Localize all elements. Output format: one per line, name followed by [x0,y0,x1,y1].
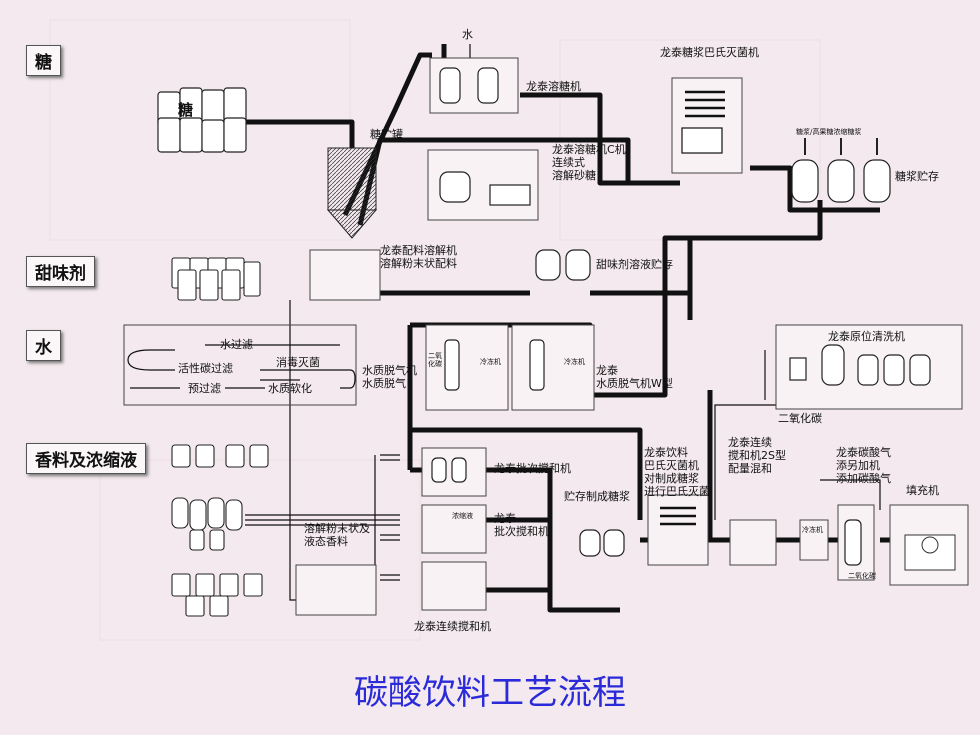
label-co2: 二氧化碳 [778,412,822,425]
syrup-tanks-icon [791,138,891,203]
label-water-top: 水 [462,28,473,41]
beverage-pasteurizer-icon [660,506,696,526]
pasteurizer-coil-icon [681,90,725,154]
label-powder-flavor: 溶解粉末状及 液态香料 [304,522,370,548]
filler-machine-icon [904,534,956,571]
label-deaerator-tag: 二氧 化碳 [428,352,442,368]
label-syrup-storage: 糖浆贮存 [895,170,939,183]
label-carbon-filter: 活性碳过滤 [178,362,233,375]
label-tiny-co2: 二氧化碳 [848,572,876,580]
sugar-bags-icon [157,87,247,153]
label-ingredient-dissolver: 龙泰配料溶解机 溶解粉末状配料 [380,244,457,270]
section-flavor: 香料及浓缩液 [26,443,146,474]
label-syrup-note: 糖浆/高果糖浓缩糖浆 [796,128,862,136]
dissolver-tanks-icon [439,67,531,206]
label-pasteurizer: 龙泰糖浆巴氏灭菌机 [660,46,759,59]
label-syrup-prep: 贮存制成糖浆 [564,490,630,503]
label-batch-mixer: 龙泰批次搅和机 [494,462,571,475]
label-batch-mixer-2: 龙泰 批次搅和机 [494,512,549,538]
label-continuous-mixer: 龙泰连续搅和机 [414,620,491,633]
label-beverage-pasteurizer: 龙泰饮料 巴氏灭菌机 对制成糖浆 进行巴氏灭菌 [644,446,710,498]
label-softening: 水质软化 [268,382,312,395]
deaerator-icon [444,339,545,391]
label-filler: 填充机 [906,484,939,497]
sugar-silo-icon [326,147,378,239]
label-cooler-2: 冷冻机 [564,358,585,366]
sweetener-bags-icon [171,257,261,301]
section-sugar: 糖 [26,45,61,76]
sweetener-tanks-icon [535,249,591,281]
label-prefilter: 预过滤 [188,382,221,395]
flavor-containers-icon [171,444,269,617]
label-disinfect: 消毒灭菌 [276,356,320,369]
section-water: 水 [26,330,61,361]
label-deaerator-w: 龙泰 水质脱气机W型 [596,364,673,390]
label-water-filter: 水过滤 [220,338,253,351]
mixer-tanks-icon [431,457,862,566]
label-cooler-1: 冷冻机 [480,358,501,366]
label-cooler-3: 冷冻机 [802,526,823,534]
label-deaeration: 水质脱气机 水质脱气 [362,364,417,390]
diagram-title: 碳酸饮料工艺流程 [354,673,626,713]
section-sweetener: 甜味剂 [26,256,95,287]
label-cip: 龙泰原位清洗机 [828,330,905,343]
label-continuous-mixer-2s: 龙泰连续 搅和机2S型 配量混和 [728,436,786,475]
label-dissolver: 龙泰溶糖机 [526,80,581,93]
label-sugar-silo: 糖贮罐 [370,128,403,141]
equipment-frames [123,57,969,616]
label-sweetener-storage: 甜味剂溶液贮存 [596,258,673,271]
label-concentrate: 浓缩液 [452,512,473,520]
label-sugar-bag: 糖 [178,101,194,119]
label-carbonator: 龙泰碳酸气 添另加机 添加碳酸气 [836,446,891,485]
cip-tanks-icon [789,344,931,386]
label-dissolver-c: 龙泰溶糖机C机 连续式 溶解砂糖 [552,143,626,182]
